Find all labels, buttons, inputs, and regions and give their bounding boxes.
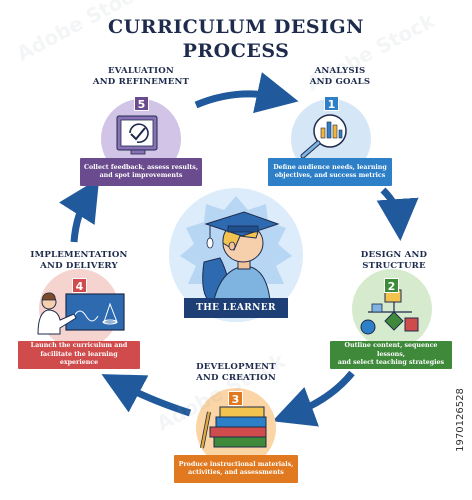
diagram-title: CURRICULUM DESIGN: [107, 16, 365, 38]
cycle-arrows: [59, 72, 419, 427]
step-2-illustration: [352, 269, 432, 349]
stock-id: 197012652​8: [455, 388, 466, 452]
step-1-number: 1: [324, 96, 339, 111]
step-4-number: 4: [72, 278, 87, 293]
step-2-description: Outline content, sequence lessons,and se…: [330, 341, 452, 369]
step-3-number: 3: [228, 391, 243, 406]
learner-illustration: [169, 188, 303, 322]
learner-label: THE LEARNER: [184, 298, 288, 318]
step-5-description: Collect feedback, assess results,and spo…: [80, 158, 202, 186]
step-5-number: 5: [134, 96, 149, 111]
arrow-5-to-1: [194, 72, 299, 114]
stock-id-strip: 197012652​8: [454, 350, 468, 490]
step-4-illustration: [37, 269, 125, 349]
step-2-number: 2: [384, 278, 399, 293]
arrow-1-to-2: [376, 187, 419, 241]
arrow-3-to-4: [101, 374, 192, 417]
step-3-description: Produce instructional materials,activiti…: [174, 455, 298, 483]
arrow-4-to-5: [59, 178, 100, 243]
diagram-title-line-2: PROCESS: [182, 40, 290, 62]
step-3-illustration: [196, 388, 276, 468]
arrow-2-to-3: [272, 370, 355, 427]
